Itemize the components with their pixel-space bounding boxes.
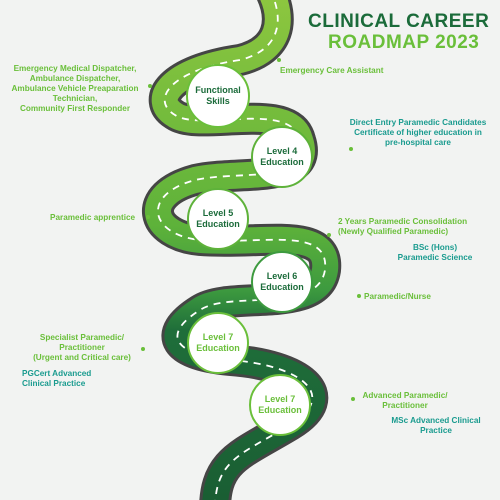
connector-dot (277, 58, 281, 62)
stage-label-level-4: Level 4 Education (260, 146, 304, 167)
connector-dot (146, 215, 150, 219)
stage-label-level-5: Level 5 Education (196, 208, 240, 229)
stage-circle-level-6 (251, 251, 313, 313)
stage-circle-level-7a (187, 312, 249, 374)
annotation-emergency-roles: Emergency Medical Dispatcher, Ambulance … (11, 64, 139, 113)
stage-label-functional-skills: Functional Skills (195, 85, 241, 106)
annotation-emergency-care-assistant: Emergency Care Assistant (280, 66, 384, 75)
annotation-specialist: Specialist Paramedic/ Practitioner (Urge… (33, 333, 131, 362)
stage-circles (186, 64, 313, 436)
connector-dot (351, 397, 355, 401)
connector-dot (357, 294, 361, 298)
annotation-direct-entry: Direct Entry Paramedic Candidates Certif… (349, 118, 487, 147)
annotation-consolidation: 2 Years Paramedic Consolidation (Newly Q… (338, 217, 468, 236)
stage-label-level-6: Level 6 Education (260, 271, 304, 292)
stage-label-level-7a: Level 7 Education (196, 332, 240, 353)
connector-dot (141, 347, 145, 351)
stage-circle-level-4 (251, 126, 313, 188)
connector-dot (148, 84, 152, 88)
stage-label-level-7b: Level 7 Education (258, 394, 302, 415)
annotation-msc: MSc Advanced Clinical Practice (391, 416, 481, 435)
connector-dot (327, 233, 331, 237)
annotation-advanced: Advanced Paramedic/ Practitioner (362, 391, 448, 410)
annotation-paramedic-apprentice: Paramedic apprentice (50, 213, 136, 222)
stage-circle-level-7b (249, 374, 311, 436)
annotation-paramedic-nurse: Paramedic/Nurse (364, 292, 431, 301)
connector-dot (349, 147, 353, 151)
annotation-pgcert: PGCert Advanced Clinical Practice (22, 369, 92, 388)
annotation-bsc: BSc (Hons) Paramedic Science (397, 243, 473, 262)
title-line-2: ROADMAP 2023 (328, 32, 480, 53)
title-line-1: CLINICAL CAREER (308, 11, 490, 32)
stage-circle-functional-skills (186, 64, 250, 128)
stage-circle-level-5 (187, 188, 249, 250)
